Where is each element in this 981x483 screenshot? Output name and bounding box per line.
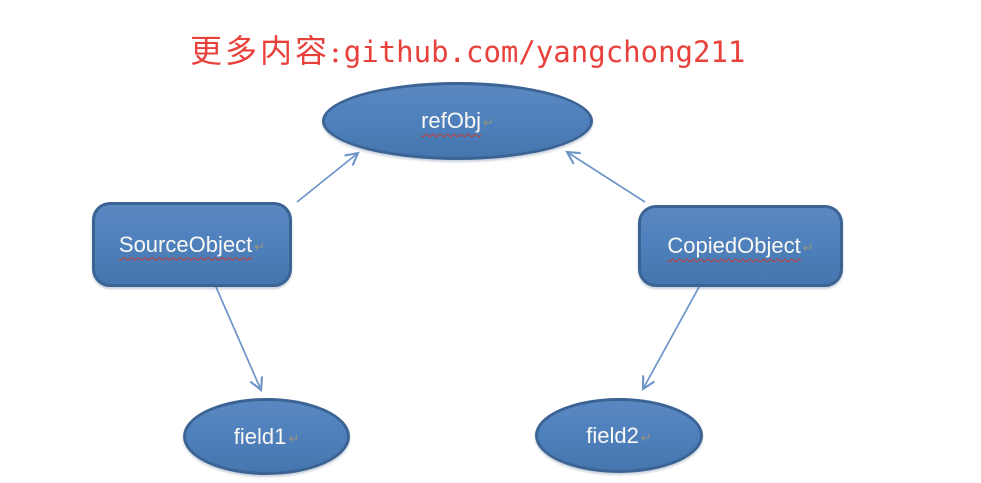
- arrow-sourceobject-to-refobj: [296, 151, 360, 203]
- return-mark-icon: ↵: [254, 238, 266, 254]
- node-field1: field1↵: [183, 398, 350, 475]
- node-sourceobject-label: SourceObject: [118, 231, 253, 257]
- return-mark-icon: ↵: [640, 429, 652, 445]
- watermark-link: github.com/yangchong211: [343, 35, 746, 69]
- node-refobj-label: refObj: [421, 108, 481, 133]
- node-sourceobject: SourceObject↵: [92, 202, 292, 287]
- arrow-copiedobject-to-field2: [641, 286, 700, 391]
- node-copiedobject: CopiedObject↵: [638, 205, 843, 287]
- arrow-copiedobject-to-refobj: [565, 150, 646, 203]
- watermark-prefix: 更多内容:: [190, 32, 344, 70]
- node-field2-label: field2: [586, 422, 639, 448]
- arrow-sourceobject-to-field1: [215, 286, 264, 393]
- return-mark-icon: ↵: [802, 240, 814, 255]
- node-field2: field2↵: [535, 398, 703, 473]
- return-mark-icon: ↵: [288, 430, 300, 446]
- watermark-text: 更多内容:github.com/yangchong211: [190, 32, 746, 70]
- node-refobj: refObj↵: [322, 82, 593, 160]
- return-mark-icon: ↵: [483, 115, 494, 130]
- node-copiedobject-label: CopiedObject: [667, 233, 801, 258]
- node-field1-label: field1: [233, 423, 287, 449]
